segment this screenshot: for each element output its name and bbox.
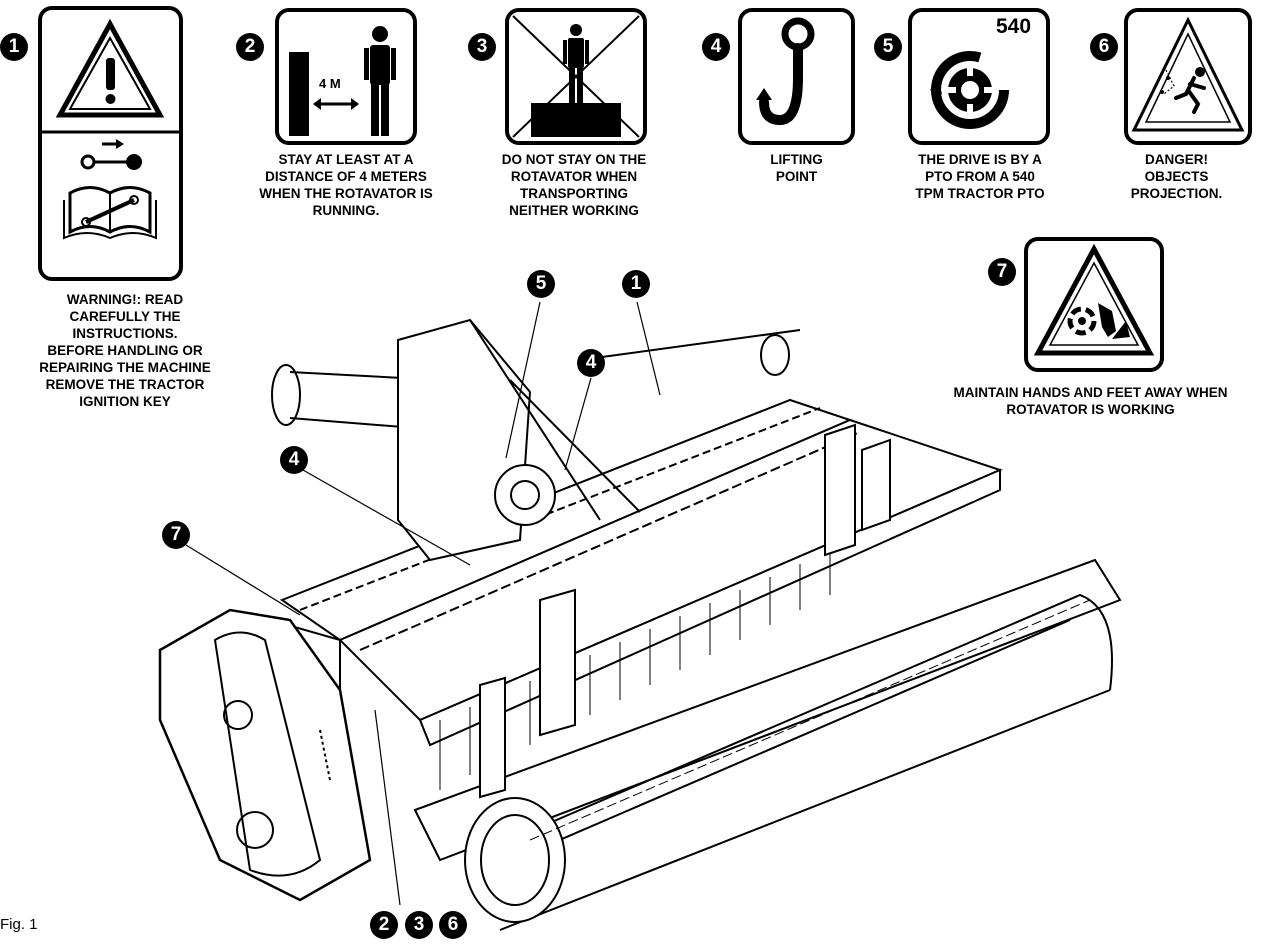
lifting-point-sign [738,8,855,145]
sign-caption-2: STAY AT LEAST AT A DISTANCE OF 4 METERS … [259,152,433,218]
pto-icon [930,51,1009,129]
no-standing-icon [512,15,640,138]
sign-number-4: 4 [702,33,730,61]
sign-caption-4: LIFTING POINT [770,152,823,184]
rotating-blades-icon [1033,243,1155,356]
callout-4-upper: 4 [577,349,605,377]
warning-manual-key-icon [42,18,179,240]
sign-caption-5: THE DRIVE IS BY A PTO FROM A 540 TPM TRA… [915,152,1045,201]
warning-sign-panel [38,6,183,281]
keep-distance-sign: 4 M [275,8,417,145]
callout-1: 1 [622,270,650,298]
no-standing-sign [505,8,647,145]
keep-distance-icon: 4 M [289,26,396,136]
hook-icon [756,17,815,126]
sign-number-5: 5 [874,33,902,61]
sign-caption-6: DANGER! OBJECTS PROJECTION. [1130,152,1223,201]
sign-number-3: 3 [468,33,496,61]
sign-number-6: 6 [1090,33,1118,61]
figure-label: Fig. 1 [0,916,38,933]
sign-caption-3: DO NOT STAY ON THE ROTAVATOR WHEN TRANSP… [501,152,647,218]
callout-7: 7 [162,521,190,549]
sign-number-1: 1 [0,33,28,61]
sign-number-2: 2 [236,33,264,61]
pto-drive-sign: 540 [908,8,1050,145]
distance-label: 4 M [319,76,341,91]
callout-2: 2 [370,911,398,939]
callout-3: 3 [405,911,433,939]
projection-danger-sign [1124,8,1252,145]
callout-4-lower: 4 [280,446,308,474]
rotating-blades-sign [1024,237,1164,372]
projection-danger-icon [1131,16,1245,132]
rotavator-drawing [140,290,1140,940]
pto-rpm-label: 540 [996,15,1032,38]
sign-number-7: 7 [988,258,1016,286]
sign-caption-1: WARNING!: READ CAREFULLY THE INSTRUCTION… [39,292,211,409]
callout-6: 6 [439,911,467,939]
callout-5: 5 [527,270,555,298]
sign-caption-7: MAINTAIN HANDS AND FEET AWAY WHEN ROTAVA… [953,385,1228,417]
rotavator-illustration [158,301,1122,931]
